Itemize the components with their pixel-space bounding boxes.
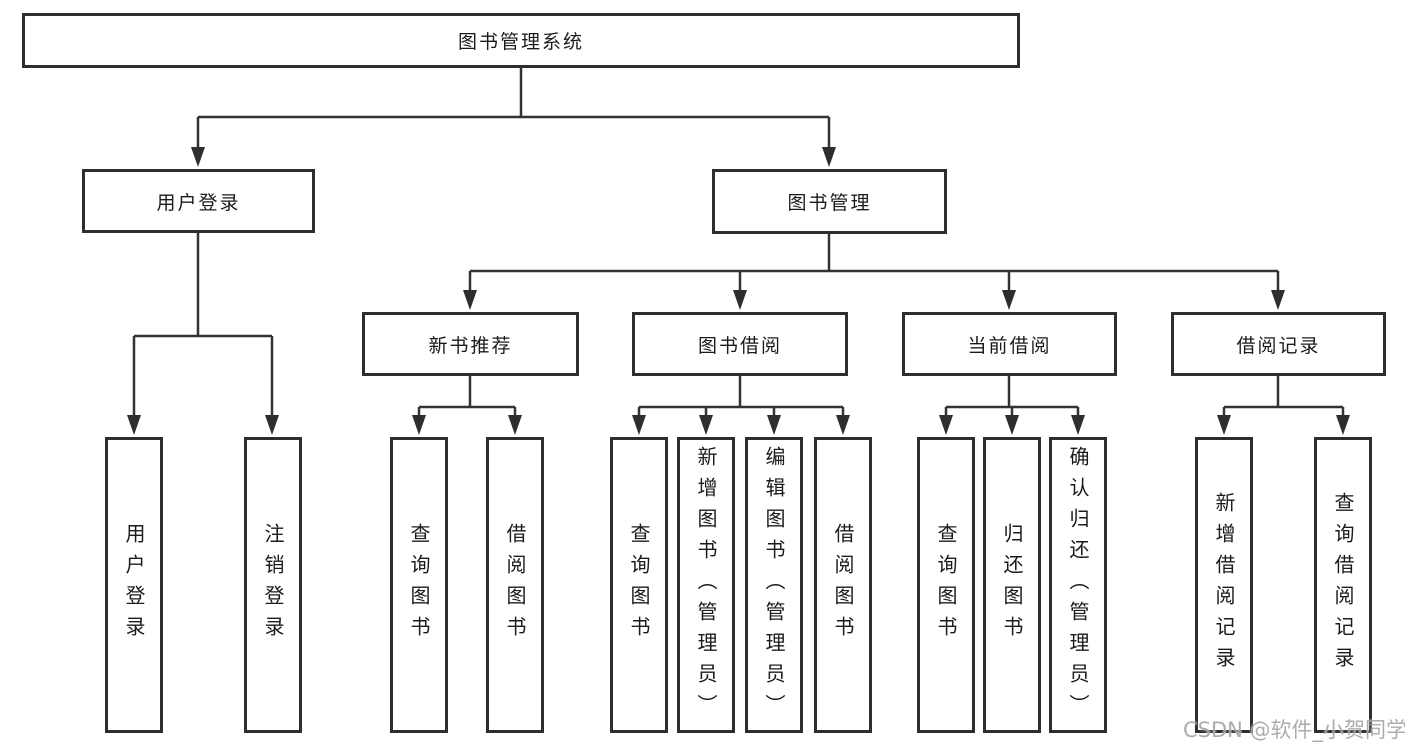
leaf-label: 查询图书: [407, 523, 431, 647]
node-new-book-recommend-label: 新书推荐: [428, 334, 513, 357]
leaf-edit-books-admin: 编辑图书（管理员）: [745, 437, 803, 733]
node-book-mgmt-label: 图书管理: [787, 192, 872, 214]
leaf-label: 确认归还（管理员）: [1066, 445, 1090, 725]
leaf-user-login: 用户登录: [105, 437, 163, 733]
node-root-label: 图书管理系统: [457, 31, 584, 53]
leaf-query-books-recommend: 查询图书: [390, 437, 448, 733]
leaf-label: 查询图书: [934, 523, 958, 647]
leaf-label: 用户登录: [122, 523, 146, 647]
leaf-label: 新增图书（管理员）: [694, 445, 718, 725]
leaf-logout: 注销登录: [244, 437, 302, 733]
leaf-label: 借阅图书: [831, 523, 855, 647]
csdn-watermark: CSDN @软件_小贺同学: [1183, 718, 1405, 742]
node-book-mgmt: 图书管理: [712, 169, 947, 234]
leaf-label: 注销登录: [261, 523, 285, 647]
leaf-label: 查询图书: [627, 523, 651, 647]
leaf-add-books-admin: 新增图书（管理员）: [677, 437, 735, 733]
node-book-borrow-label: 图书借阅: [697, 334, 782, 357]
leaf-query-books-current: 查询图书: [917, 437, 975, 733]
leaf-add-borrow-record: 新增借阅记录: [1195, 437, 1253, 733]
leaf-query-books-borrow: 查询图书: [610, 437, 668, 733]
node-borrow-record-label: 借阅记录: [1236, 334, 1321, 357]
leaf-label: 归还图书: [1000, 523, 1024, 647]
node-user-login: 用户登录: [82, 169, 315, 233]
leaf-query-borrow-record: 查询借阅记录: [1314, 437, 1372, 733]
leaf-label: 新增借阅记录: [1212, 492, 1236, 678]
node-borrow-record: 借阅记录: [1171, 312, 1386, 376]
leaf-label: 借阅图书: [503, 523, 527, 647]
node-new-book-recommend: 新书推荐: [362, 312, 579, 376]
node-user-login-label: 用户登录: [156, 191, 241, 214]
node-book-borrow: 图书借阅: [632, 312, 848, 376]
leaf-confirm-return-admin: 确认归还（管理员）: [1049, 437, 1107, 733]
leaf-borrow-books: 借阅图书: [814, 437, 872, 733]
leaf-label: 查询借阅记录: [1331, 492, 1355, 678]
leaf-return-books: 归还图书: [983, 437, 1041, 733]
leaf-borrow-books-recommend: 借阅图书: [486, 437, 544, 733]
node-current-borrow-label: 当前借阅: [967, 334, 1052, 357]
node-root: 图书管理系统: [22, 13, 1020, 68]
leaf-label: 编辑图书（管理员）: [762, 445, 786, 725]
node-current-borrow: 当前借阅: [902, 312, 1117, 376]
